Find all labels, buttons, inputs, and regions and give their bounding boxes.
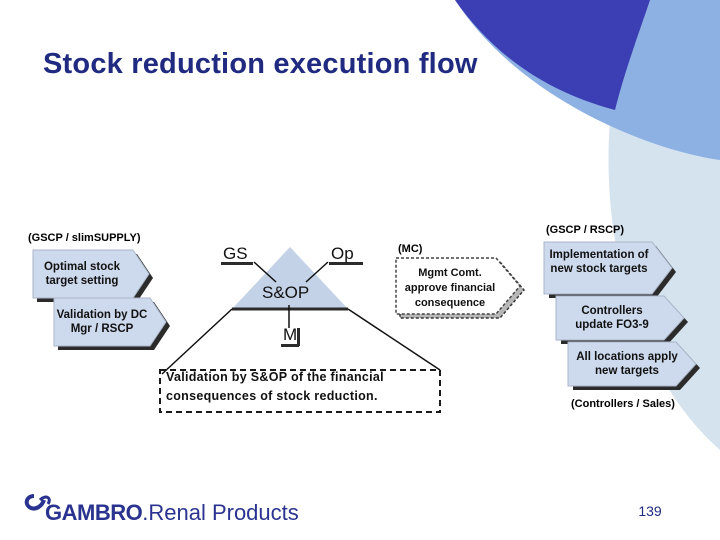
logo-dot: . xyxy=(142,500,149,525)
gambro-logo-mark xyxy=(24,494,51,511)
corner-decoration xyxy=(455,0,720,450)
validation-box xyxy=(159,369,441,413)
slide-title: Stock reduction execution flow xyxy=(43,48,478,80)
right-box-3 xyxy=(567,341,700,390)
left-box-2 xyxy=(53,297,170,350)
mc-label: (MC) xyxy=(398,243,423,255)
logo-brand: GAMBRO xyxy=(45,500,143,525)
node-m: M xyxy=(283,325,298,344)
left-box-2-text: Validation by DC Mgr / RSCP xyxy=(56,309,148,335)
left-group-label: (GSCP / slimSUPPLY) xyxy=(28,232,141,244)
sop-triangle xyxy=(232,247,348,309)
node-gs: GS xyxy=(223,244,248,263)
right-box-3-text: All locations apply new targets xyxy=(576,351,678,377)
right-group-label-bottom: (Controllers / Sales) xyxy=(571,398,675,410)
left-box-1-text: Optimal stock target setting xyxy=(43,261,121,287)
right-box-1-text: Implementation of new stock targets xyxy=(549,249,649,275)
node-sop: S&OP xyxy=(262,283,310,302)
validation-line-1: Validation by S&OP of the financial xyxy=(166,370,384,384)
mc-box-text: Mgmt Comt. approve financial consequence xyxy=(404,267,496,309)
right-box-2 xyxy=(555,295,688,344)
validation-line-2: consequences of stock reduction. xyxy=(166,389,378,403)
right-box-1 xyxy=(543,241,676,298)
gambro-logo: GAMBRO.Renal Products xyxy=(45,500,299,526)
page-number: 139 xyxy=(638,503,662,519)
left-box-1 xyxy=(32,249,153,302)
logo-suffix: Renal Products xyxy=(148,500,299,525)
node-op: Op xyxy=(331,244,354,263)
mc-box xyxy=(395,257,525,319)
validation-note: Validation by S&OP of the financial cons… xyxy=(160,368,438,410)
right-group-label-top: (GSCP / RSCP) xyxy=(546,224,625,236)
right-box-2-text: Controllers update FO3-9 xyxy=(575,305,649,331)
